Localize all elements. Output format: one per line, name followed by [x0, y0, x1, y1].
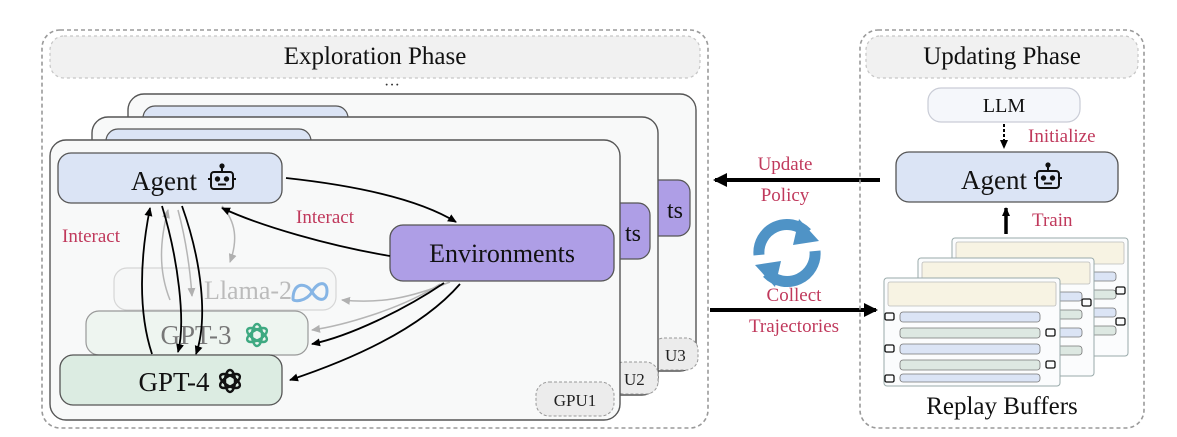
collect-label: Collect [767, 285, 823, 306]
interact-label-left: Interact [62, 226, 121, 247]
robot-icon [208, 163, 236, 190]
gpu-3-environments-fragment: ts [667, 198, 683, 224]
openai-logo-icon [218, 368, 242, 394]
llm-node: LLM [927, 87, 1081, 123]
agent-node: Agent [57, 152, 283, 204]
gpu-label-1: GPU1 [554, 391, 597, 410]
update-agent-node: Agent [895, 151, 1119, 203]
interact-label-center: Interact [296, 207, 355, 228]
exploration-title-bar [49, 35, 701, 79]
llm-label: LLM [983, 95, 1025, 117]
initialize-label: Initialize [1028, 126, 1096, 147]
gpu-label-2: U2 [624, 370, 645, 389]
update-label: Update [758, 154, 813, 175]
environments-label: Environments [429, 239, 575, 268]
exploration-phase-panel: Exploration Phase ··· [41, 29, 709, 429]
gpt3-node: GPT-3 [85, 310, 309, 356]
agent-label: Agent [131, 166, 197, 196]
meta-logo-icon [291, 282, 329, 303]
gpt4-node: GPT-4 [59, 354, 283, 406]
updating-title-bar [865, 35, 1139, 79]
exploration-title: Exploration Phase [284, 43, 467, 70]
environments-node: Environments [389, 224, 615, 282]
gpt3-label: GPT-3 [160, 320, 231, 350]
exploration-arrows [141, 177, 461, 382]
trajectories-label: Trajectories [749, 316, 839, 337]
robot-icon [1034, 162, 1062, 189]
policy-label: Policy [761, 185, 810, 206]
updating-title: Updating Phase [923, 43, 1081, 70]
train-label: Train [1032, 210, 1073, 231]
gpt4-label: GPT-4 [138, 367, 210, 397]
gpu-2-environments-fragment: ts [625, 221, 641, 247]
openai-logo-icon [245, 322, 269, 348]
updating-phase-panel: Updating Phase [859, 29, 1145, 429]
update-agent-label: Agent [961, 165, 1027, 195]
stack-ellipsis: ··· [384, 77, 400, 94]
refresh-icon [753, 218, 821, 288]
replay-buffer-1 [883, 277, 1126, 387]
gpu-label-3: U3 [665, 346, 686, 365]
replay-buffers-label: Replay Buffers [926, 393, 1078, 420]
buffer-robot-icon [884, 286, 1126, 383]
llama-label: Llama-2 [204, 276, 292, 305]
llama-node: Llama-2 [113, 267, 337, 311]
